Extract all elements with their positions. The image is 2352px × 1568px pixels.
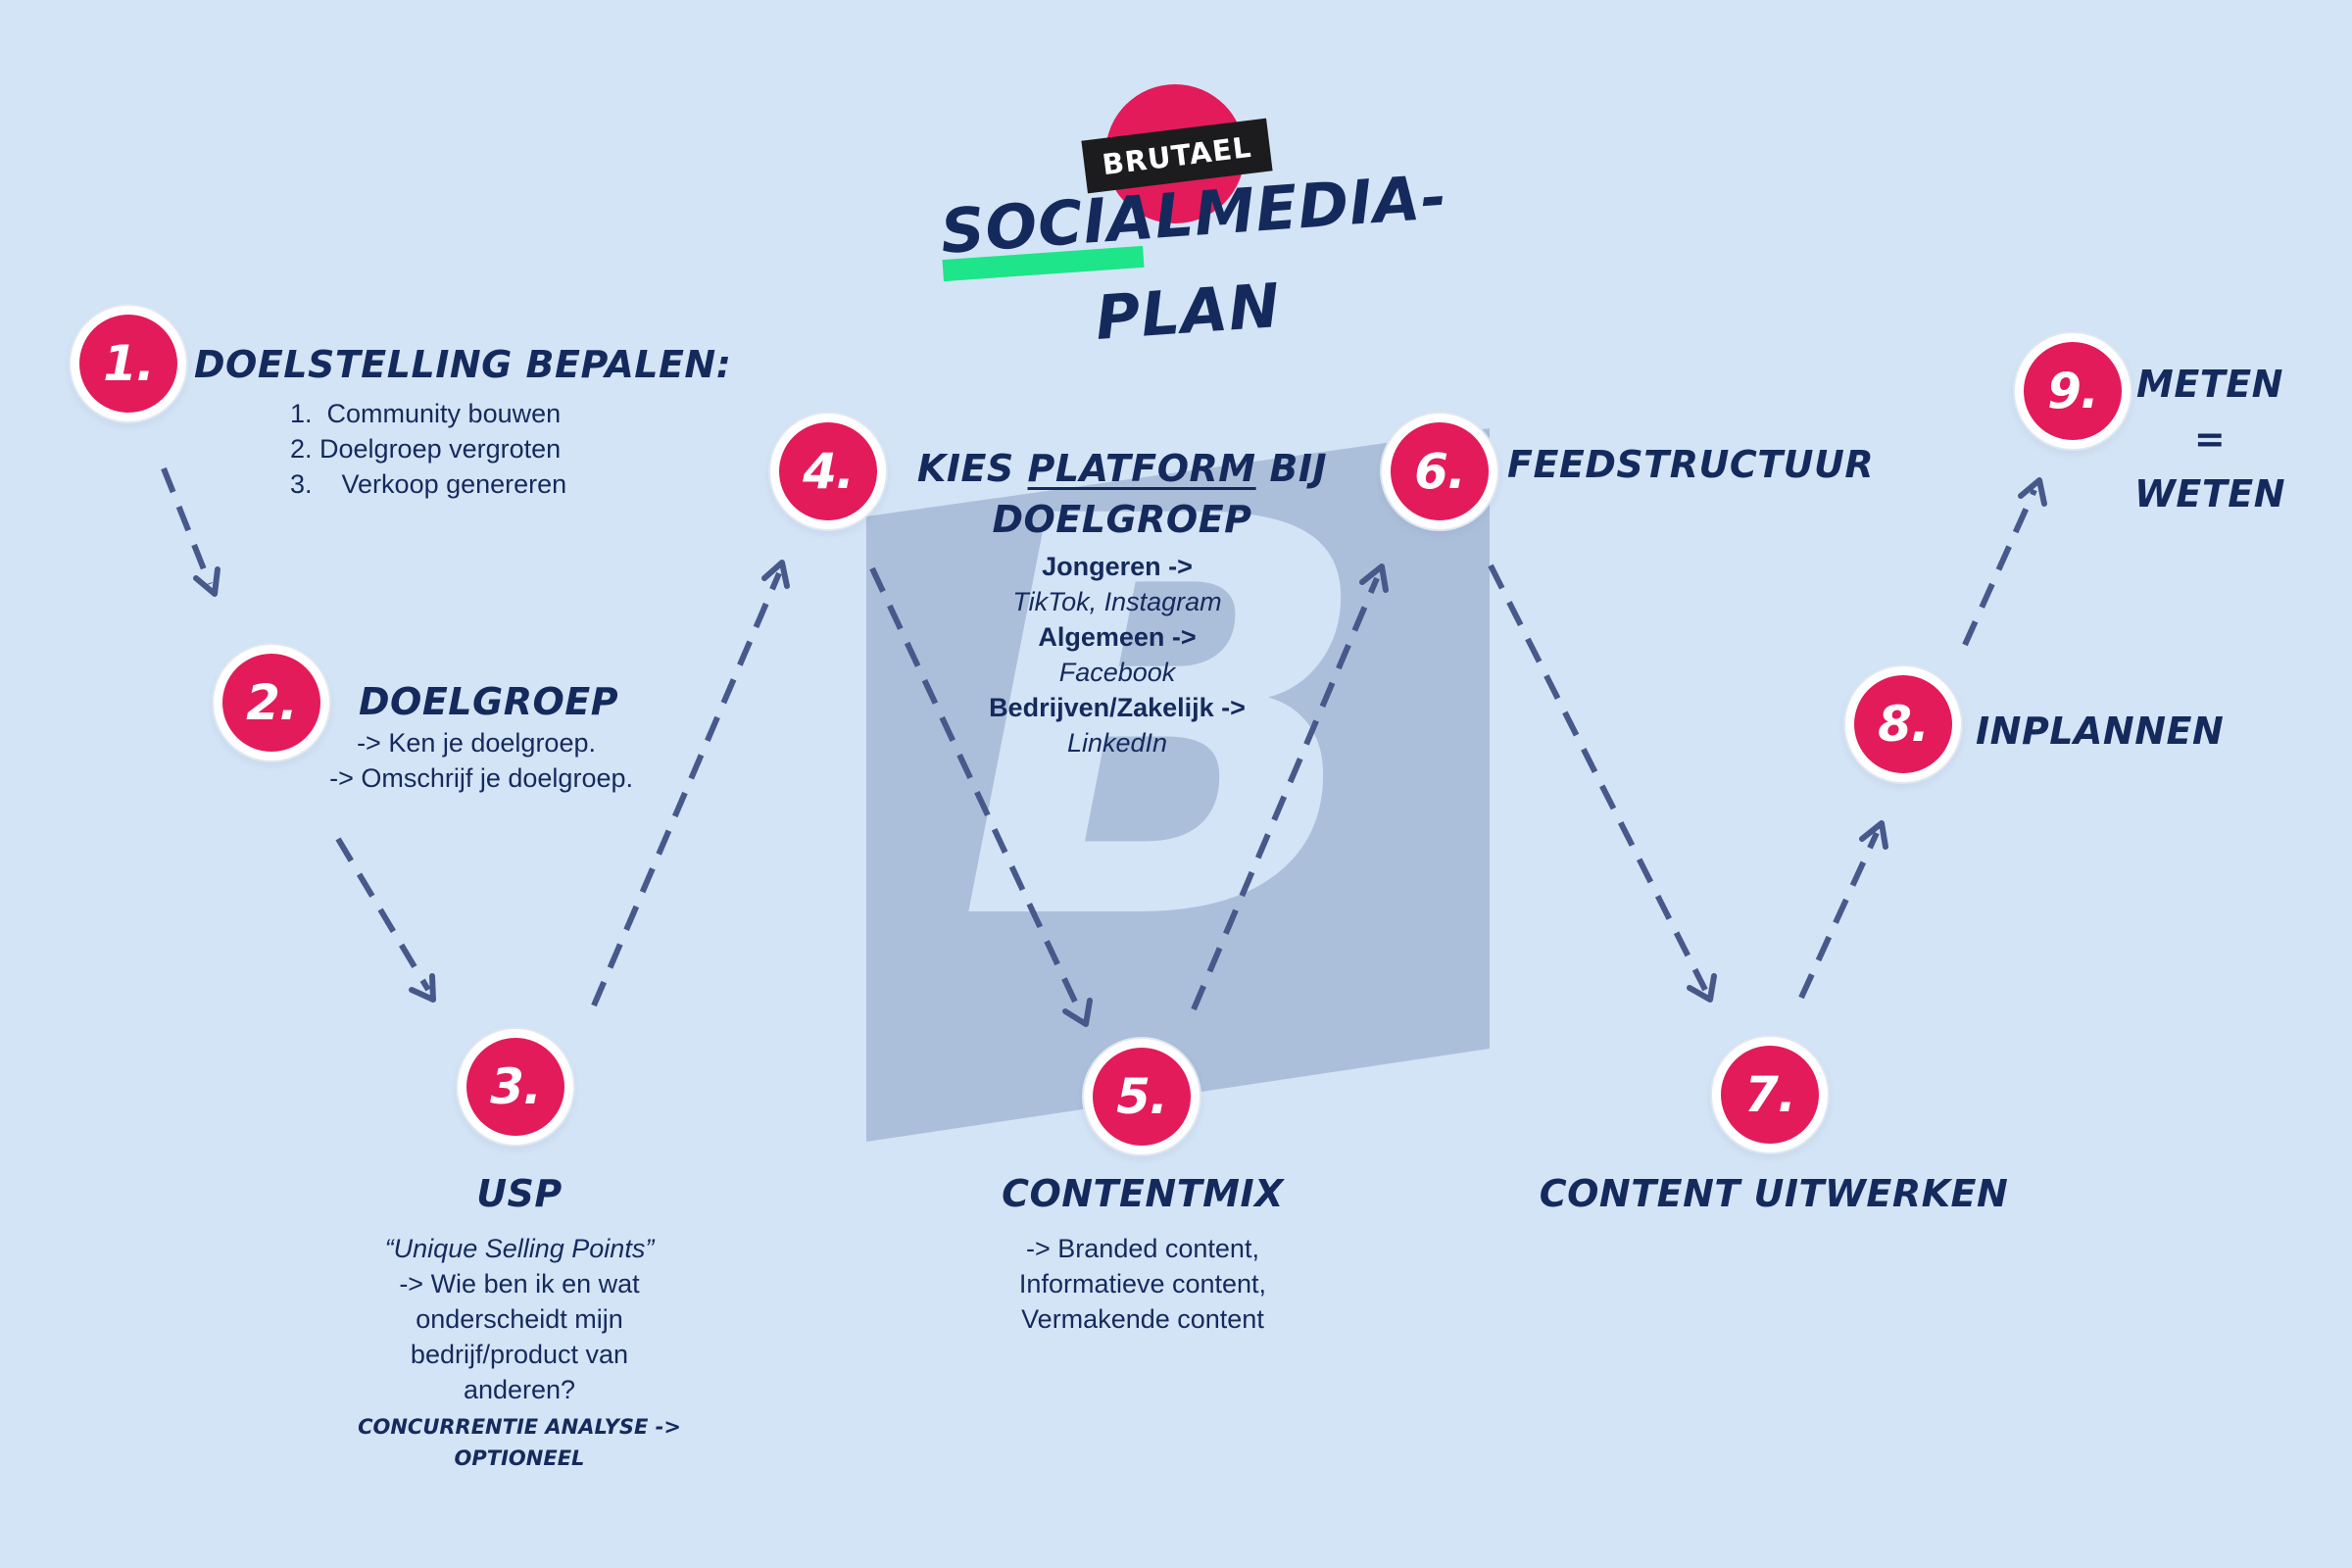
step-2-title: DOELGROEP [359, 680, 619, 723]
step-7-number: 7. [1744, 1066, 1796, 1123]
title-word: KIES [916, 447, 1028, 490]
step-4-number: 4. [803, 443, 855, 500]
text-line: -> Omschrijf je doelgroep. [329, 763, 633, 793]
step-3-number: 3. [490, 1058, 542, 1115]
list-item: 1. Community bouwen [290, 399, 562, 428]
platform-group-label: Bedrijven/Zakelijk -> [989, 693, 1246, 722]
step-4-title: KIES PLATFORM BIJ DOELGROEP [872, 443, 1372, 545]
step-1-title: DOELSTELLING BEPALEN: [194, 343, 732, 386]
step-3-text: “Unique Selling Points” -> Wie ben ik en… [323, 1231, 715, 1407]
watermark-panel [866, 428, 1490, 1142]
text-line: Vermakende content [1021, 1304, 1264, 1334]
arrow-2-to-3 [335, 837, 436, 1003]
brand-logo: BRUTAEL [1078, 84, 1274, 231]
step-1-number: 1. [103, 335, 155, 392]
platform-group-platforms: Facebook [1058, 658, 1176, 687]
step-9-badge: 9. [2015, 333, 2131, 449]
platform-group-platforms: LinkedIn [1066, 728, 1168, 758]
title-line: METEN [2136, 363, 2283, 406]
text-line: onderscheidt mijn [416, 1304, 623, 1334]
arrow-8-to-9 [1962, 477, 2047, 647]
step-3-title: USP [476, 1172, 563, 1215]
platform-group-label: Algemeen -> [1038, 622, 1197, 652]
note-line: CONCURRENTIE ANALYSE -> [358, 1415, 681, 1439]
text-line: -> Branded content, [1026, 1234, 1259, 1263]
text-line: anderen? [463, 1375, 576, 1404]
step-8-badge: 8. [1845, 666, 1961, 782]
step-3-note: CONCURRENTIE ANALYSE -> OPTIONEEL [323, 1411, 715, 1474]
platform-group-platforms: TikTok, Instagram [1012, 587, 1222, 616]
step-9-title: METEN = WETEN [2117, 357, 2303, 521]
title-line: = [2193, 417, 2227, 461]
title-line-2: PLAN [1093, 270, 1282, 354]
step-3-badge: 3. [458, 1029, 573, 1145]
step-2-number: 2. [246, 674, 298, 731]
step-6-badge: 6. [1382, 414, 1497, 529]
step-4-title-line-1: KIES PLATFORM BIJ [872, 443, 1372, 494]
step-7-badge: 7. [1712, 1037, 1828, 1152]
step-2-badge: 2. [214, 645, 329, 760]
step-4-badge: 4. [770, 414, 886, 529]
text-line: “Unique Selling Points” [384, 1234, 655, 1263]
step-5-text: -> Branded content, Informatieve content… [947, 1231, 1339, 1337]
arrow-6-to-7 [1488, 564, 1717, 1003]
step-5-title: CONTENTMIX [1002, 1172, 1284, 1215]
text-line: Informatieve content, [1018, 1269, 1267, 1298]
step-5-number: 5. [1116, 1068, 1168, 1125]
arrow-5-to-6 [1191, 564, 1389, 1011]
step-2-text: -> Ken je doelgroep. -> Omschrijf je doe… [290, 725, 702, 796]
step-4-platforms: Jongeren -> TikTok, Instagram Algemeen -… [921, 549, 1313, 760]
watermark-letter: B [957, 403, 1376, 1042]
step-7-title: CONTENT UITWERKEN [1539, 1172, 2009, 1215]
logo-text: BRUTAEL [1100, 129, 1254, 182]
step-4-title-line-2: DOELGROEP [992, 498, 1252, 541]
arrow-4-to-5 [869, 566, 1093, 1027]
list-item: 2. Doelgroep vergroten [290, 434, 562, 464]
platform-group-label: Jongeren -> [1042, 552, 1193, 581]
step-1-list: 1. Community bouwen 2. Doelgroep vergrot… [290, 396, 702, 502]
title-word: BIJ [1255, 447, 1328, 490]
text-line: -> Wie ben ik en wat [399, 1269, 640, 1298]
step-1-badge: 1. [71, 306, 186, 421]
step-6-number: 6. [1414, 443, 1466, 500]
note-line: OPTIONEEL [454, 1446, 585, 1470]
step-8-title: INPLANNEN [1976, 710, 2225, 753]
title-word-platform: PLATFORM [1027, 447, 1256, 490]
step-9-number: 9. [2047, 363, 2099, 419]
step-8-number: 8. [1878, 696, 1930, 753]
title-line: WETEN [2133, 472, 2286, 515]
list-item: 3. Verkoop genereren [290, 469, 567, 499]
arrow-3-to-4 [591, 560, 790, 1007]
step-6-title: FEEDSTRUCTUUR [1507, 443, 1875, 486]
arrow-7-to-8 [1798, 820, 1888, 1000]
text-line: -> Ken je doelgroep. [357, 728, 596, 758]
arrow-1-to-2 [161, 466, 220, 597]
text-line: bedrijf/product van [410, 1340, 629, 1369]
title-part-plan: PLAN [1093, 269, 1283, 354]
page-title: SOCIALMEDIA- PLAN [931, 161, 1449, 363]
step-5-badge: 5. [1084, 1039, 1200, 1154]
